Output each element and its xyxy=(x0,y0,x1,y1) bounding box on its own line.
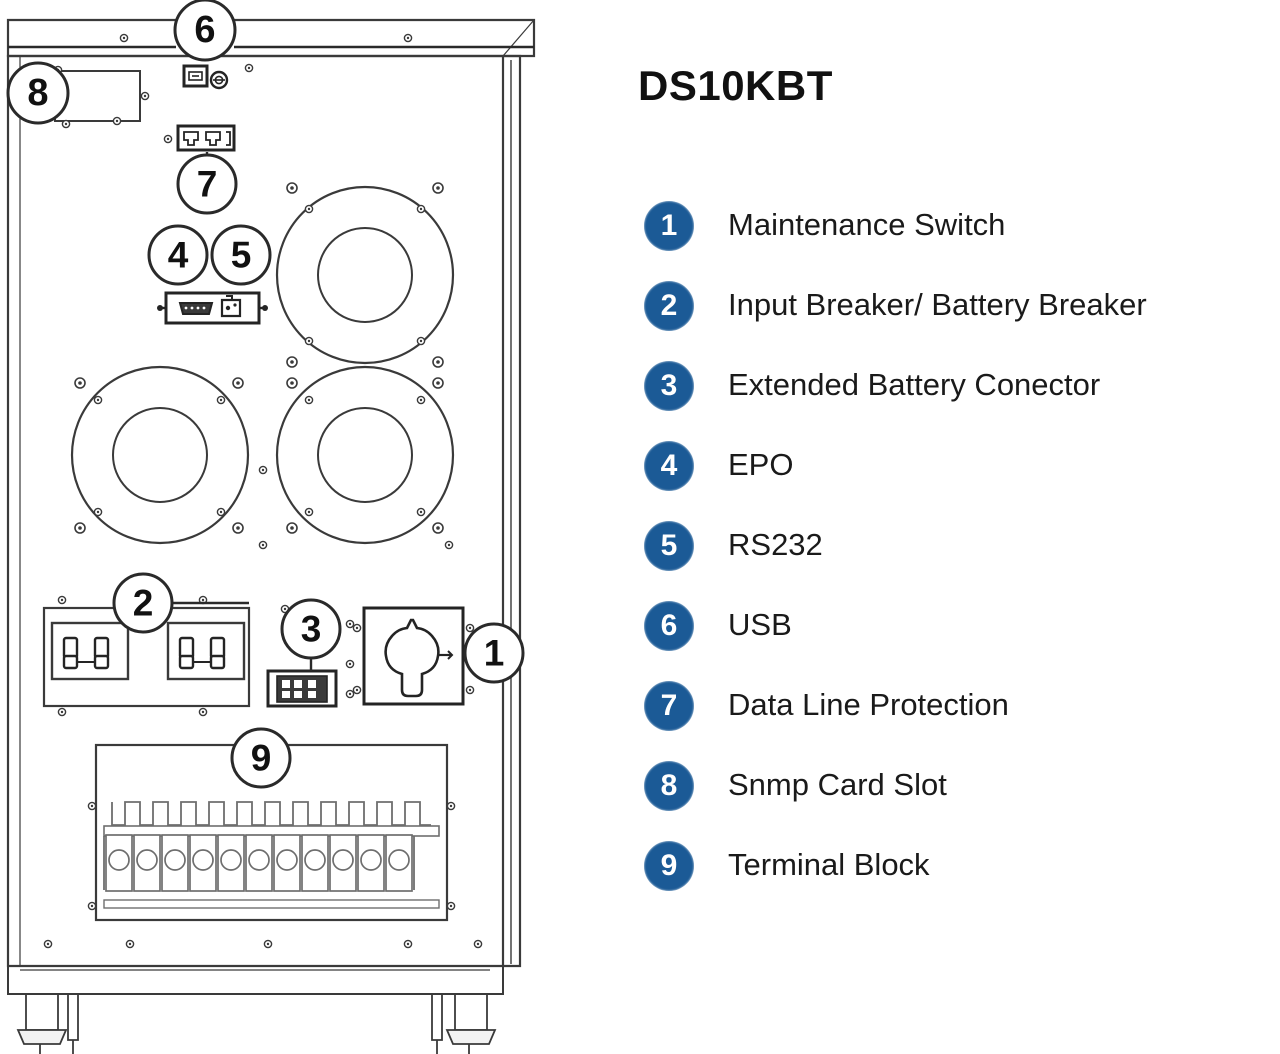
callout-circles: 6 8 7 4 5 xyxy=(6,0,525,789)
legend-label-5: RS232 xyxy=(728,527,823,562)
legend-label-6: USB xyxy=(728,607,792,642)
svg-text:8: 8 xyxy=(27,72,48,114)
legend-badge-2: 2 xyxy=(644,281,694,331)
legend-item-4: 4 EPO xyxy=(620,436,1280,516)
legend-badge-5: 5 xyxy=(644,521,694,571)
legend-label-4: EPO xyxy=(728,447,794,482)
legend-badge-1: 1 xyxy=(644,201,694,251)
rs232-epo-panel xyxy=(157,291,268,325)
legend-item-5: 5 RS232 xyxy=(620,516,1280,596)
callout-7: 7 xyxy=(176,153,238,215)
legend-badge-3: 3 xyxy=(644,361,694,411)
callout-2: 2 xyxy=(112,572,174,634)
legend-item-3: 3 Extended Battery Conector xyxy=(620,356,1280,436)
usb-port xyxy=(182,64,209,88)
page-title: DS10KBT xyxy=(638,62,833,109)
ups-chassis-drawing: 6 8 7 4 5 xyxy=(0,0,620,1054)
legend-item-9: 9 Terminal Block xyxy=(620,836,1280,916)
legend-label-8: Snmp Card Slot xyxy=(728,767,947,802)
svg-text:3: 3 xyxy=(301,609,322,650)
fan-opening-top xyxy=(275,185,455,365)
svg-text:9: 9 xyxy=(251,738,272,779)
svg-text:7: 7 xyxy=(197,164,218,205)
usb-ground-screw xyxy=(209,70,229,90)
legend-list: 1 Maintenance Switch 2 Input Breaker/ Ba… xyxy=(620,196,1280,916)
legend-item-6: 6 USB xyxy=(620,596,1280,676)
terminal-block xyxy=(94,743,449,922)
data-line-protection-ports xyxy=(176,124,236,152)
legend-badge-6: 6 xyxy=(644,601,694,651)
fan-opening-left xyxy=(70,365,250,545)
legend-item-8: 8 Snmp Card Slot xyxy=(620,756,1280,836)
legend-badge-7: 7 xyxy=(644,681,694,731)
legend-item-7: 7 Data Line Protection xyxy=(620,676,1280,756)
svg-text:1: 1 xyxy=(484,633,505,674)
legend-item-1: 1 Maintenance Switch xyxy=(620,196,1280,276)
svg-text:2: 2 xyxy=(133,583,154,624)
callout-8: 8 xyxy=(6,61,70,125)
callout-1: 1 xyxy=(463,622,525,684)
callout-4: 4 xyxy=(147,224,209,286)
legend-label-3: Extended Battery Conector xyxy=(728,367,1101,402)
maintenance-switch xyxy=(362,606,465,706)
legend-badge-9: 9 xyxy=(644,841,694,891)
callout-6: 6 xyxy=(173,0,237,62)
extended-battery-connector xyxy=(266,669,338,708)
svg-text:4: 4 xyxy=(168,235,189,276)
legend-label-1: Maintenance Switch xyxy=(728,207,1006,242)
callout-3: 3 xyxy=(280,598,342,660)
legend-item-2: 2 Input Breaker/ Battery Breaker xyxy=(620,276,1280,356)
callout-9: 9 xyxy=(230,727,292,789)
legend-badge-4: 4 xyxy=(644,441,694,491)
legend-panel: DS10KBT 1 Maintenance Switch 2 Input Bre… xyxy=(620,0,1280,1054)
svg-text:6: 6 xyxy=(194,9,215,51)
fan-opening-right xyxy=(275,365,455,545)
callout-5: 5 xyxy=(210,224,272,286)
legend-label-9: Terminal Block xyxy=(728,847,930,882)
legend-badge-8: 8 xyxy=(644,761,694,811)
legend-label-7: Data Line Protection xyxy=(728,687,1009,722)
legend-label-2: Input Breaker/ Battery Breaker xyxy=(728,287,1147,322)
svg-text:5: 5 xyxy=(231,235,252,276)
